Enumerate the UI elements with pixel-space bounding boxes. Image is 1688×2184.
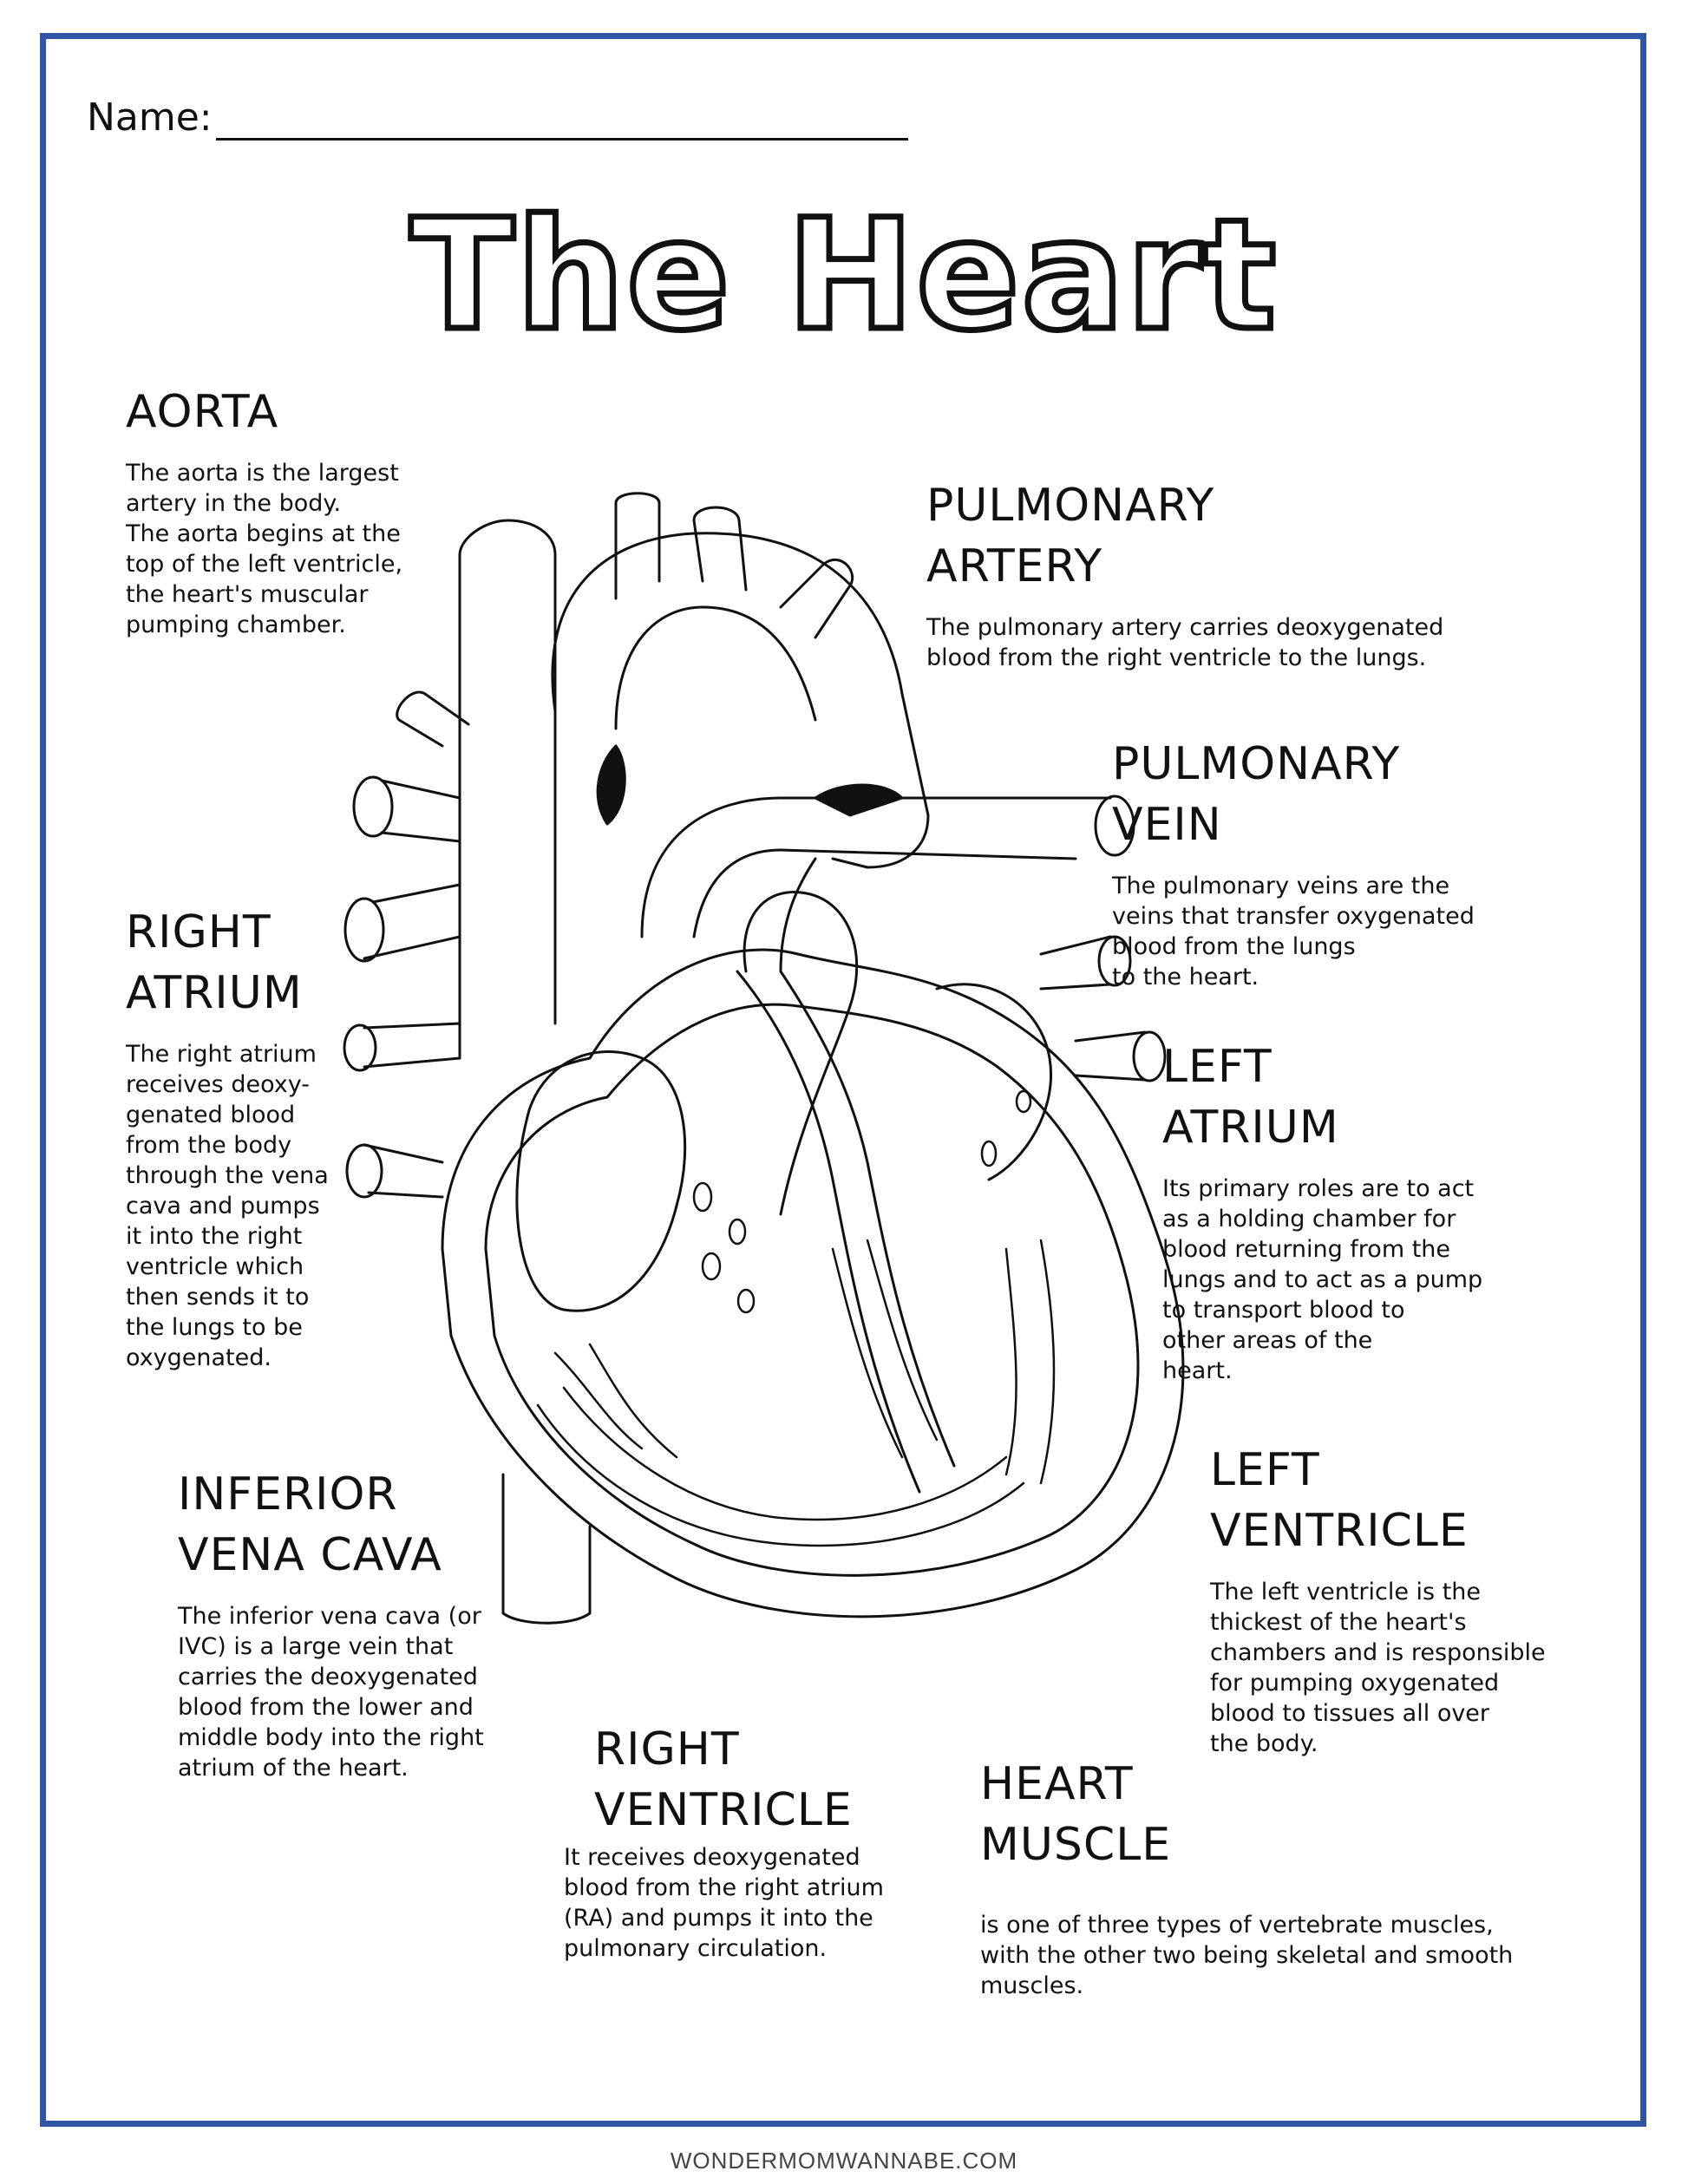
name-field[interactable]: Name:	[87, 76, 908, 141]
section-description: The inferior vena cava (or IVC) is a lar…	[178, 1603, 484, 1782]
footer-site-url[interactable]: WONDERMOMWANNABE.COM	[670, 2148, 1018, 2174]
page-title: The Heart	[407, 186, 1279, 364]
section-heading: INFERIOR VENA CAVA	[178, 1468, 442, 1581]
section-description: The right atrium receives deoxy- genated…	[126, 1041, 329, 1371]
section-heading: PULMONARY VEIN	[1112, 738, 1401, 851]
heart-outline	[441, 948, 1185, 1618]
section-heading: AORTA	[126, 386, 279, 438]
inferior-vena-cava	[501, 1473, 592, 1625]
name-line[interactable]	[215, 138, 908, 141]
muscle-texture	[536, 1089, 1056, 1547]
name-label: Name:	[87, 95, 213, 140]
section-pulmonary-artery: PULMONARY ARTERY The pulmonary artery ca…	[926, 475, 1551, 673]
section-description: It receives deoxygenated blood from the …	[564, 1844, 884, 1962]
section-description: is one of three types of vertebrate musc…	[980, 1912, 1514, 1999]
section-heading: RIGHT VENTRICLE	[594, 1723, 853, 1836]
section-description: The aorta is the largest artery in the b…	[126, 460, 403, 638]
section-left-atrium: LEFT ATRIUM Its primary roles are to act…	[1162, 1036, 1613, 1386]
section-inferior-vena-cava: INFERIOR VENA CAVA The inferior vena cav…	[178, 1464, 559, 1783]
valve-loop	[743, 891, 859, 1216]
aortic-branches	[614, 492, 854, 639]
section-description: The pulmonary veins are the veins that t…	[1112, 873, 1475, 991]
section-description: Its primary roles are to act as a holdin…	[1162, 1175, 1483, 1384]
section-heading: LEFT VENTRICLE	[1210, 1444, 1469, 1557]
page-border	[40, 33, 1646, 2127]
section-description: The pulmonary artery carries deoxygenate…	[926, 614, 1444, 671]
section-description: The left ventricle is the thickest of th…	[1210, 1579, 1546, 1757]
aortic-arch	[551, 532, 930, 869]
section-aorta: AORTA The aorta is the largest artery in…	[126, 382, 490, 640]
shaded-region	[814, 783, 904, 817]
section-heading: LEFT ATRIUM	[1162, 1041, 1339, 1154]
septum	[736, 970, 921, 1494]
left-pulmonary-veins	[1039, 935, 1167, 1082]
section-heading: PULMONARY ARTERY	[926, 480, 1215, 592]
section-right-ventricle: RIGHT VENTRICLE It receives deoxygenated…	[564, 1719, 928, 1964]
section-pulmonary-vein: PULMONARY VEIN The pulmonary veins are t…	[1112, 734, 1598, 992]
shaded-region	[596, 744, 626, 826]
section-heart-muscle: HEART MUSCLE is one of three types of ve…	[980, 1754, 1622, 2001]
section-heading: RIGHT ATRIUM	[126, 906, 303, 1019]
pulmonary-trunk	[640, 796, 1112, 938]
section-heading: HEART MUSCLE	[980, 1758, 1172, 1871]
right-atrium-chamber	[515, 1050, 687, 1312]
superior-vena-cava	[458, 553, 557, 1060]
right-pulmonary-branches	[343, 775, 461, 1199]
heart-diagram	[343, 492, 1185, 1625]
section-right-atrium: RIGHT ATRIUM The right atrium receives d…	[126, 902, 438, 1373]
section-left-ventricle: LEFT VENTRICLE The left ventricle is the…	[1210, 1440, 1609, 1759]
